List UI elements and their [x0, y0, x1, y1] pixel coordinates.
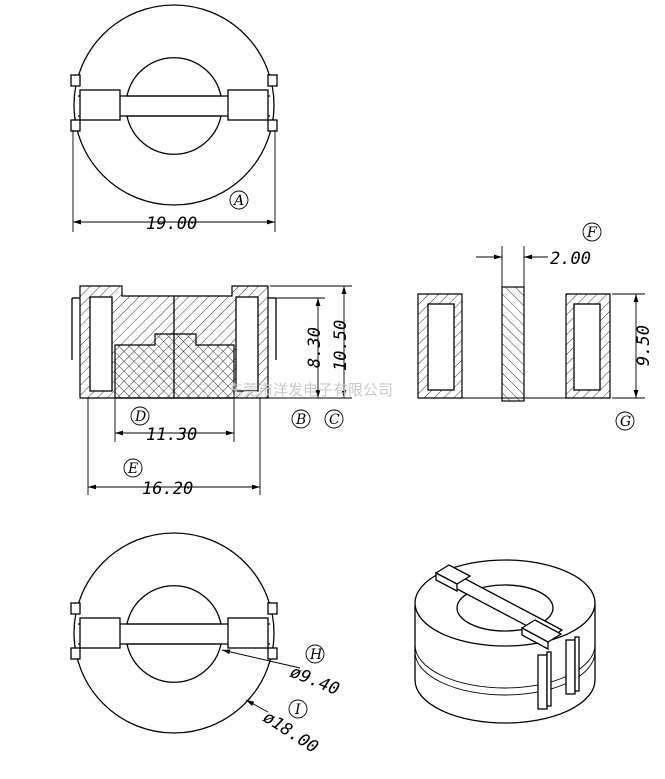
watermark: 东莞市洋发电子有限公司: [228, 381, 393, 399]
label-b-circle: [291, 409, 311, 429]
label-h-circle: [305, 644, 325, 664]
isometric-view: [414, 559, 596, 724]
dim-f-value: 2.00: [550, 249, 591, 269]
label-i: I: [294, 702, 301, 718]
dim-a-value: 19.00: [146, 214, 197, 234]
dim-g-value: 9.50: [634, 325, 654, 366]
side-section-view: [417, 246, 645, 402]
label-g: G: [620, 414, 631, 430]
label-g-circle: [615, 411, 635, 431]
bottom-view: [70, 532, 301, 734]
label-e-circle: [123, 458, 143, 478]
dim-h-value: ø9.40: [287, 662, 342, 700]
dim-b-value: 8.30: [305, 327, 325, 368]
front-section-view: [71, 285, 352, 495]
dim-d-value: 11.30: [146, 425, 197, 445]
label-d: D: [134, 409, 146, 425]
label-b: B: [295, 412, 306, 428]
label-c: C: [329, 412, 340, 428]
label-d-circle: [130, 406, 150, 426]
label-e: E: [127, 461, 138, 477]
label-a-circle: [229, 190, 249, 210]
label-f: F: [586, 225, 598, 241]
label-h: H: [309, 647, 323, 663]
label-a: A: [232, 193, 244, 209]
label-c-circle: [324, 409, 344, 429]
dim-i-value: ø18.00: [259, 707, 321, 757]
label-f-circle: [582, 222, 602, 242]
top-view: [70, 4, 278, 232]
dim-e-value: 16.20: [142, 479, 193, 499]
dim-c-value: 10.50: [331, 320, 351, 371]
label-i-circle: [288, 699, 308, 719]
